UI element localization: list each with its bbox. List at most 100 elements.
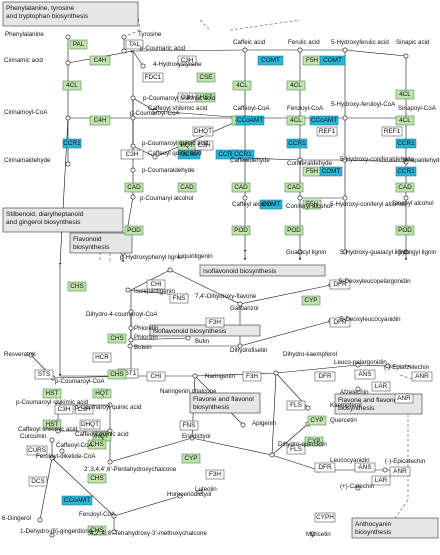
compound-node-p-coumaraldehyde[interactable] — [130, 167, 136, 173]
enzyme-anr[interactable]: ANR — [389, 466, 411, 477]
compound-node-p-coumaroyl-quinic-acid[interactable] — [130, 143, 136, 149]
compound-node-1-dehydro-6-gingerdione[interactable] — [49, 532, 55, 538]
compound-node-cinnamaldehyde[interactable] — [65, 161, 71, 167]
enzyme-dhqt[interactable]: DHQT — [79, 419, 101, 430]
enzyme-fls[interactable]: FLS — [286, 444, 306, 455]
enzyme-4cl[interactable]: 4CL — [286, 115, 306, 126]
enzyme-pod[interactable]: POD — [284, 225, 304, 236]
compound-node-p-coumaric-acid[interactable] — [121, 48, 127, 54]
enzyme-f3h[interactable]: F3H — [205, 469, 225, 480]
enzyme-4cl[interactable]: 4CL — [395, 89, 415, 100]
compound-node-coniferyl-alcohol[interactable] — [297, 195, 303, 201]
enzyme-4cl[interactable]: 4CL — [232, 80, 252, 91]
enzyme-hcr[interactable]: HCR — [92, 352, 112, 363]
compound-node-dihydrofisetin[interactable] — [237, 343, 243, 349]
compound-node-5-hydroxy-feruloyl-coa[interactable] — [342, 115, 348, 121]
compound-node-cinnamoyl-coa[interactable] — [65, 115, 71, 121]
compound-node-caffeoyl-coa[interactable] — [59, 448, 65, 454]
compound-node-p-coumaryl-alcohol[interactable] — [130, 194, 136, 200]
enzyme-4cl[interactable]: 4CL — [395, 115, 415, 126]
compound-node-6-gingerol[interactable] — [37, 517, 43, 523]
enzyme-c3h[interactable]: C3H — [120, 149, 144, 160]
compound-node-garbanzol[interactable] — [237, 301, 243, 307]
enzyme-4cl[interactable]: 4CL — [62, 80, 82, 91]
compound-node-feruloyl-diketide-coa[interactable] — [49, 455, 55, 461]
compound-node-p-coumaroyl-shikimic-acid[interactable] — [130, 95, 136, 101]
map-link-isoflav2[interactable]: Isoflavonoid biosynthesis — [149, 324, 261, 337]
compound-node-leuco-pelargonidin[interactable] — [355, 362, 361, 368]
enzyme-f5h[interactable]: F5H — [302, 55, 322, 66]
compound-node-syringyl-lignin[interactable] — [403, 249, 409, 255]
compound-node-p-coumaroyl-quinic-acid[interactable] — [107, 402, 113, 408]
compound-node-butein[interactable] — [127, 343, 133, 349]
compound-node-ferulic-acid[interactable] — [297, 47, 303, 53]
enzyme-hst[interactable]: HST — [196, 92, 216, 103]
compound-node-afzelechin[interactable] — [355, 386, 361, 392]
compound-node-2-3-4-4-6-pentahydroxychalcone[interactable] — [107, 459, 113, 465]
compound-node-dihydro-4-coumaroyl-coa[interactable] — [128, 309, 134, 315]
enzyme-tal[interactable]: TAL — [125, 39, 144, 50]
compound-node-caffeoyl-quinic-acid[interactable] — [152, 154, 158, 160]
compound-node-naringenin[interactable] — [192, 373, 198, 379]
compound-node-apigenin[interactable] — [240, 422, 246, 428]
enzyme-comt[interactable]: COMT — [319, 55, 346, 66]
enzyme-cad[interactable]: CAD — [395, 182, 415, 193]
enzyme-ref1[interactable]: REF1 — [381, 126, 403, 137]
enzyme-chi[interactable]: CHI — [146, 371, 166, 382]
compound-node-sinapyl-alcohol[interactable] — [403, 195, 409, 201]
enzyme-c4h[interactable]: C4H — [89, 115, 111, 126]
enzyme-c3h[interactable]: C3H — [54, 404, 74, 415]
compound-node-5-hydroxyferulic-acid[interactable] — [342, 47, 348, 53]
enzyme-chs[interactable]: CHS — [87, 473, 107, 484]
compound-node-caffeic-acid[interactable] — [242, 47, 248, 53]
enzyme-lar[interactable]: LAR — [371, 475, 391, 486]
enzyme-pal[interactable]: PAL — [69, 39, 88, 50]
enzyme-cyp[interactable]: CYP — [301, 295, 321, 306]
enzyme-chs[interactable]: CHS — [107, 369, 127, 380]
enzyme-lar[interactable]: LAR — [371, 381, 391, 392]
enzyme-curs[interactable]: CURS — [26, 445, 48, 456]
enzyme-ccoamt[interactable]: CCoAMT — [309, 115, 339, 126]
enzyme-cyph[interactable]: CYPH — [314, 512, 336, 523]
enzyme-c3h[interactable]: C3H — [194, 140, 214, 151]
compound-node-5-hydroxy-coniferaldehyde[interactable] — [342, 157, 348, 163]
enzyme-hqt[interactable]: HQT — [92, 388, 112, 399]
compound-node-caffeoyl-shikimic-acid[interactable] — [152, 108, 158, 114]
enzyme-chs[interactable]: CHS — [107, 333, 127, 344]
enzyme-comt[interactable]: COMT — [259, 199, 283, 210]
enzyme-cyp[interactable]: CYP — [307, 415, 327, 426]
enzyme-cad[interactable]: CAD — [231, 182, 251, 193]
enzyme-fns[interactable]: FNS — [169, 293, 189, 304]
compound-node-isoliquiritigenin[interactable] — [125, 287, 131, 293]
enzyme-hst[interactable]: HST — [42, 419, 62, 430]
enzyme-anr[interactable]: ANR — [394, 393, 414, 404]
compound-node-phloretin[interactable] — [128, 325, 134, 331]
compound-node-caffeyl-alcohol[interactable] — [242, 195, 248, 201]
compound-node-homoeriodictyol[interactable] — [177, 493, 183, 499]
compound-node-epicatechin[interactable] — [382, 467, 388, 473]
enzyme-f3h[interactable]: F3H — [242, 371, 262, 382]
enzyme-dhqt[interactable]: DHQT — [192, 126, 214, 137]
enzyme-dfr[interactable]: DFR — [329, 317, 351, 328]
compound-node-tyrosine[interactable] — [121, 34, 127, 40]
compound-node-4-hydroxystyrene[interactable] — [140, 63, 146, 69]
compound-node-dihydro-kaempferol[interactable] — [273, 370, 279, 376]
enzyme-chs[interactable]: CHS — [67, 281, 87, 292]
enzyme-ccr1[interactable]: CCR1 — [62, 138, 82, 149]
enzyme-ccr1[interactable]: CCR1 — [231, 149, 255, 160]
enzyme-ans[interactable]: ANS — [354, 462, 376, 473]
enzyme-comt[interactable]: COMT — [257, 55, 284, 66]
enzyme-sts[interactable]: STS — [34, 369, 54, 380]
enzyme-cyp[interactable]: CYP — [181, 453, 201, 464]
enzyme-chi[interactable]: CHI — [146, 279, 166, 290]
enzyme-pod[interactable]: POD — [231, 225, 251, 236]
enzyme-hst[interactable]: HST — [42, 388, 62, 399]
compound-node-phlorizin[interactable] — [128, 337, 134, 343]
compound-node-butin[interactable] — [185, 335, 191, 341]
enzyme-chs[interactable]: CHS — [87, 439, 107, 450]
compound-node-liquiritigenin[interactable] — [167, 267, 173, 273]
compound-node-4-2-4-6-tetrahydroxy-3-methoxychalcone[interactable] — [111, 529, 117, 535]
enzyme-ref1[interactable]: REF1 — [316, 126, 338, 137]
